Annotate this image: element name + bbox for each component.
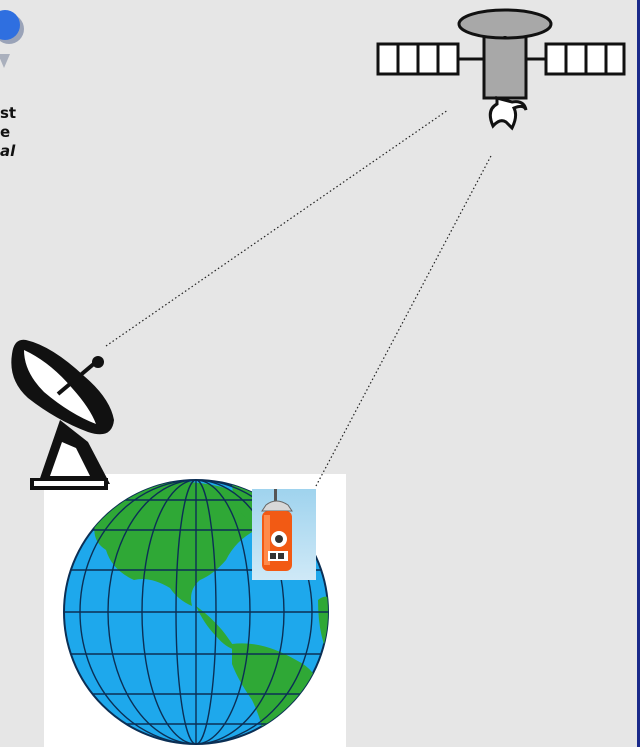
beacon-photo (252, 489, 316, 580)
epirb-beacon-icon (252, 489, 316, 580)
satellite-icon (378, 10, 624, 128)
signal-line-beacon-to-satellite (316, 154, 492, 486)
signal-line-dish-to-satellite (106, 110, 448, 346)
satellite-dish-icon (11, 340, 114, 490)
